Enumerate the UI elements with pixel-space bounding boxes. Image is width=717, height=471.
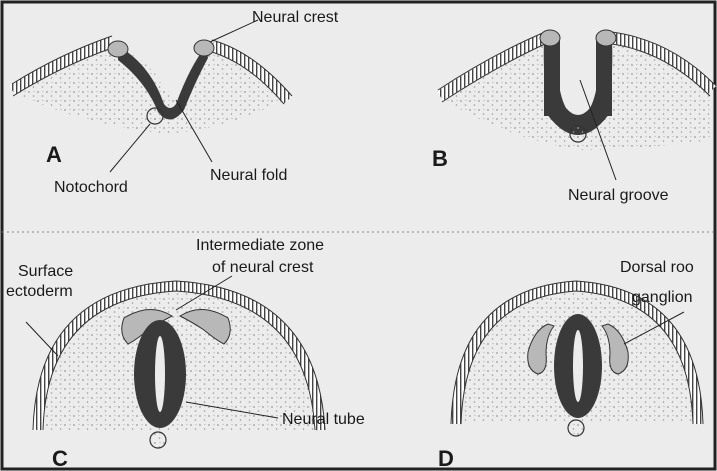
panel-a-neural-crest-right: [194, 40, 214, 56]
notochord-label: Notochord: [54, 179, 128, 196]
panel-b-neural-crest-left: [540, 30, 560, 46]
neural-groove-label: Neural groove: [568, 187, 669, 204]
panel-a-letter: A: [46, 142, 62, 167]
panel-c-neural-canal: [155, 336, 165, 412]
intermediate-zone-label-line1: Intermediate zone: [196, 237, 324, 254]
panel-a-notochord: [147, 108, 163, 124]
panel-c-letter: C: [52, 446, 68, 471]
panel-a-neural-crest-left: [108, 41, 128, 57]
panel-d-letter: D: [438, 446, 454, 471]
intermediate-zone-label-line2: of neural crest: [212, 259, 314, 276]
panel-b-letter: B: [432, 146, 448, 171]
panel-c-notochord: [150, 432, 166, 448]
dorsal-root-ganglion-label-line2: ganglion: [632, 289, 693, 306]
panel-d-neural-canal: [573, 330, 583, 402]
neural-fold-label: Neural fold: [210, 167, 287, 184]
surface-ectoderm-label-line2: ectoderm: [6, 283, 73, 300]
surface-ectoderm-label-line1: Surface: [18, 263, 73, 280]
panel-b-neural-crest-right: [596, 30, 616, 46]
neural-crest-label: Neural crest: [252, 9, 339, 26]
panel-d-notochord: [568, 420, 584, 436]
dorsal-root-ganglion-label-line1: Dorsal roo: [620, 259, 694, 276]
neural-tube-label: Neural tube: [282, 411, 365, 428]
panel-b-notochord: [570, 126, 586, 142]
